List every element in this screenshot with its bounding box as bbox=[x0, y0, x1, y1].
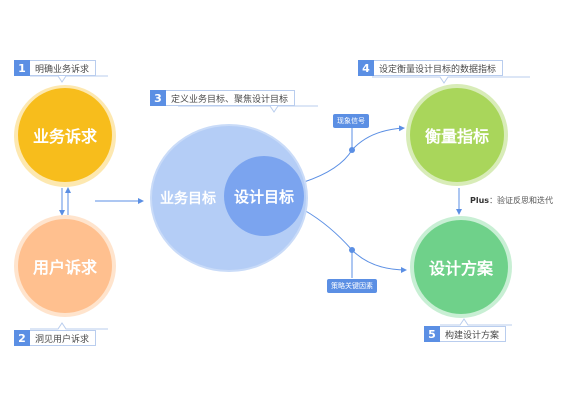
design-goal-circle: 设计目标 bbox=[224, 156, 304, 236]
design-solution-circle: 设计方案 bbox=[414, 220, 508, 314]
business-need-circle: 业务诉求 bbox=[18, 88, 112, 182]
signal-tag: 现象信号 bbox=[333, 114, 369, 128]
step-5-label: 构建设计方案 bbox=[440, 326, 507, 342]
step-1-number: 1 bbox=[14, 60, 30, 76]
step-2-label: 洞见用户诉求 bbox=[30, 330, 97, 346]
user-need-label: 用户诉求 bbox=[32, 258, 97, 277]
metrics-circle: 衡量指标 bbox=[410, 88, 504, 182]
step-4-label: 设定衡量设计目标的数据指标 bbox=[374, 60, 504, 76]
design-solution-label: 设计方案 bbox=[428, 259, 493, 278]
step-5-number: 5 bbox=[424, 326, 440, 342]
step-1-label: 明确业务诉求 bbox=[30, 60, 97, 76]
metrics-label: 衡量指标 bbox=[424, 127, 489, 146]
step-3: 3 定义业务目标、聚焦设计目标 bbox=[150, 90, 296, 106]
strategy-tag: 策略关键因素 bbox=[327, 279, 377, 293]
step-5: 5 构建设计方案 bbox=[424, 326, 507, 342]
business-goal-label: 业务目标 bbox=[160, 191, 216, 207]
user-need-circle: 用户诉求 bbox=[18, 219, 112, 313]
step-2-number: 2 bbox=[14, 330, 30, 346]
step-4-number: 4 bbox=[358, 60, 374, 76]
plus-label: Plus bbox=[470, 196, 490, 205]
step-4: 4 设定衡量设计目标的数据指标 bbox=[358, 60, 504, 76]
plus-note: Plus：验证反思和迭代 bbox=[470, 195, 553, 206]
step-1: 1 明确业务诉求 bbox=[14, 60, 97, 76]
business-need-label: 业务诉求 bbox=[32, 127, 97, 146]
step-2: 2 洞见用户诉求 bbox=[14, 330, 97, 346]
step-3-number: 3 bbox=[150, 90, 166, 106]
step-3-label: 定义业务目标、聚焦设计目标 bbox=[166, 90, 296, 106]
design-goal-label: 设计目标 bbox=[233, 187, 294, 206]
plus-text: ：验证反思和迭代 bbox=[489, 196, 554, 205]
